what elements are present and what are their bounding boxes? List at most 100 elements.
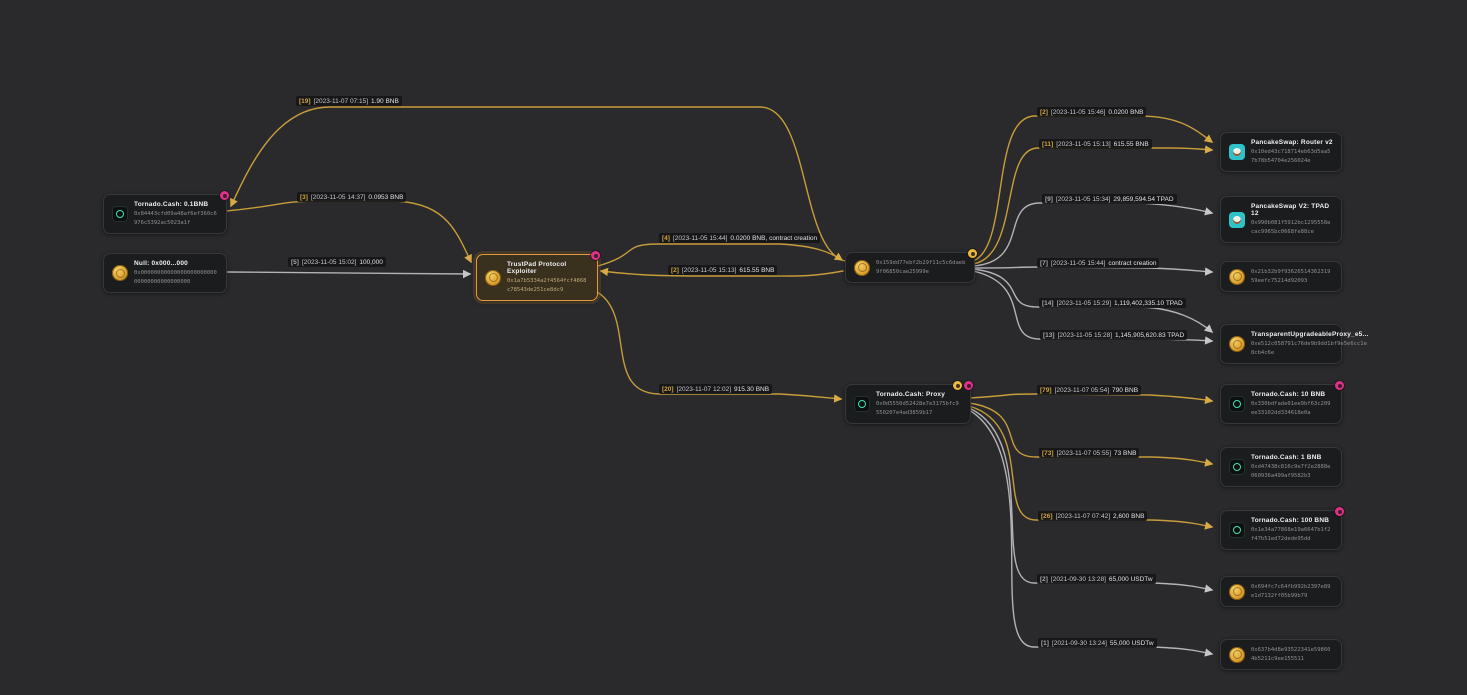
edge-exploiter-to-0x159d-upper[interactable] [597, 243, 844, 267]
edge-label[interactable]: [2][2021-09-30 13:28]65,000 USDTw [1037, 574, 1156, 584]
edge-label[interactable]: [13][2023-11-05 15:28]1,145,905,620.83 T… [1040, 330, 1188, 340]
edge-0x159d-to-router-2[interactable] [972, 145, 1214, 265]
tx-count: [2] [1040, 108, 1048, 116]
edge-0x159d-to-tproxy-2[interactable] [972, 270, 1214, 345]
tx-count: [11] [1042, 140, 1054, 148]
node-tornado-cash-100bnb[interactable]: Tornado.Cash: 100 BNB 0x1e34a77868e19a66… [1220, 507, 1344, 551]
tx-amount: 55,000 USDTw [1109, 639, 1154, 647]
node-tornado-cash-1bnb[interactable]: Tornado.Cash: 1 BNB 0xd47438c816c9e7f2e2… [1220, 447, 1342, 488]
tx-datetime: [2021-09-30 13:28] [1050, 575, 1106, 583]
edge-tornado01-to-exploiter[interactable] [225, 200, 472, 264]
coin-icon [1229, 336, 1245, 353]
edge-null-to-exploiter[interactable] [226, 269, 472, 279]
tx-datetime: [2021-09-30 13:24] [1051, 639, 1107, 647]
tx-amount: 615.55 BNB [1113, 140, 1149, 148]
risk-badge [1335, 507, 1344, 516]
tx-datetime: [2023-11-05 15:44] [672, 234, 728, 242]
pancakeswap-icon [1229, 144, 1245, 161]
tx-datetime: [2023-11-07 07:42] [1055, 512, 1111, 520]
edge-label[interactable]: [5][2023-11-05 15:02]100,000 [288, 257, 386, 267]
node-address-0x694f[interactable]: 0x694fc7c64fb992b2397e89e1d7132ff05b99b7… [1220, 576, 1342, 608]
node-pancakeswap-router-v2[interactable]: PancakeSwap: Router v2 0x10ed43c718714eb… [1220, 132, 1342, 173]
node-address-0x637b[interactable]: 0x637b4d8e93522341e598604b5211c9ee155511 [1220, 639, 1342, 671]
node-title: Null: 0x000...000 [134, 260, 188, 267]
node-address: 0xd47438c816c9e7f2e2888e060936a499af9582… [1251, 464, 1331, 479]
risk-badge [220, 191, 229, 200]
edge-label[interactable]: [4][2023-11-05 15:44]0.0200 BNB, contrac… [659, 233, 821, 243]
node-address-0x21b3[interactable]: 0x21b32b9f9362651436231959eefc75214d9209… [1220, 261, 1342, 293]
tx-datetime: [2023-11-07 12:02] [676, 385, 732, 393]
tx-datetime: [2023-11-05 15:28] [1057, 331, 1113, 339]
node-trustpad-exploiter[interactable]: TrustPad Protocol Exploiter 0x1a7b5334a2… [476, 251, 600, 302]
tx-amount: 0.0953 BNB [368, 193, 404, 201]
tx-amount: 65,000 USDTw [1108, 575, 1153, 583]
node-address: 0x1e34a77868e19a6647b1f2f47b51ed72dede95… [1251, 527, 1331, 542]
node-address: 0x10ed43c718714eb63d5aa57b78b54704e25602… [1251, 149, 1331, 164]
tx-count: [1] [1041, 639, 1049, 647]
tx-count: [26] [1041, 512, 1053, 520]
node-null-address[interactable]: Null: 0x000...000 0x00000000000000000000… [103, 253, 227, 294]
tx-amount: 1.90 BNB [371, 97, 399, 105]
node-address: 0x330bdfade01ee9bf63c209ee33102dd334618e… [1251, 401, 1331, 416]
node-transparent-upgradeable-proxy[interactable]: TransparentUpgradeableProxy_e5... 0xe512… [1220, 324, 1368, 365]
node-address: 0x159dd77ebf2b29f11c5c6daeb9f06850cae259… [876, 260, 966, 275]
tx-amount: 615.55 BNB [739, 266, 775, 274]
node-tornado-cash-10bnb[interactable]: Tornado.Cash: 10 BNB 0x330bdfade01ee9bf6… [1220, 381, 1344, 425]
tx-amount: 2,600 BNB [1113, 512, 1145, 520]
node-title: PancakeSwap: Router v2 [1251, 139, 1333, 146]
edge-0x159d-to-exploiter-lower[interactable] [599, 267, 844, 277]
node-address: 0x84443cfd09a48af6ef360c6976c5392ac5023a… [134, 211, 217, 226]
coin-icon [1229, 646, 1245, 663]
edge-label[interactable]: [3][2023-11-05 14:37]0.0953 BNB [297, 192, 407, 202]
tornado-cash-icon [112, 206, 128, 223]
tx-datetime: [2023-11-05 15:34] [1055, 195, 1111, 203]
tx-datetime: [2023-11-05 15:13] [681, 266, 737, 274]
node-title: PancakeSwap V2: TPAD 12 [1251, 203, 1330, 217]
node-pancakeswap-v2-tpad-12[interactable]: PancakeSwap V2: TPAD 12 0x990b081f5912bc… [1220, 196, 1342, 244]
edge-label[interactable]: [11][2023-11-05 15:13]615.55 BNB [1039, 139, 1152, 149]
edge-0x159d-to-tornado01[interactable] [230, 106, 846, 262]
tx-count: [13] [1043, 331, 1055, 339]
tx-datetime: [2023-11-07 05:54] [1054, 386, 1110, 394]
node-tornado-cash-0.1bnb[interactable]: Tornado.Cash: 0.1BNB 0x84443cfd09a48af6e… [103, 191, 229, 235]
edge-proxy-to-tc100[interactable] [968, 405, 1214, 530]
node-tornado-cash-proxy[interactable]: Tornado.Cash: Proxy 0x0d5550d52428e7e317… [845, 381, 973, 425]
edge-label[interactable]: [2][2023-11-05 15:13]615.55 BNB [668, 265, 778, 275]
edge-label[interactable]: [2][2023-11-05 15:46]0.0200 BNB [1037, 107, 1147, 117]
edge-label[interactable]: [79][2023-11-07 05:54]790 BNB [1037, 385, 1142, 395]
edge-label[interactable]: [20][2023-11-07 12:02]915.30 BNB [659, 384, 773, 394]
node-title: Tornado.Cash: 10 BNB [1251, 391, 1326, 398]
tx-amount: contract creation [1108, 259, 1157, 267]
edge-label[interactable]: [26][2023-11-07 07:42]2,600 BNB [1038, 511, 1148, 521]
edge-label[interactable]: [9][2023-11-05 15:34]29,859,594.54 TPAD [1042, 194, 1177, 204]
node-address: 0x21b32b9f9362651436231959eefc75214d9209… [1251, 269, 1331, 284]
edge-label[interactable]: [14][2023-11-05 15:29]1,119,402,335.10 T… [1039, 298, 1186, 308]
node-title: Tornado.Cash: 0.1BNB [134, 201, 209, 208]
risk-badge [591, 251, 600, 260]
coin-icon [485, 269, 501, 286]
edge-proxy-to-0x694f[interactable] [968, 407, 1214, 593]
pancakeswap-icon [1229, 211, 1245, 228]
coin-icon [112, 265, 128, 282]
edge-label[interactable]: [1][2021-09-30 13:24]55,000 USDTw [1038, 638, 1157, 648]
tx-count: [73] [1042, 449, 1054, 457]
tx-datetime: [2023-11-05 15:46] [1050, 108, 1106, 116]
edge-proxy-to-0x637b[interactable] [968, 409, 1214, 657]
tx-datetime: [2023-11-05 15:29] [1056, 299, 1112, 307]
edge-label[interactable]: [7][2023-11-05 15:44]contract creation [1037, 258, 1160, 268]
edge-label[interactable]: [19][2023-11-07 07:15]1.90 BNB [296, 96, 402, 106]
edge-0x159d-to-router-1[interactable] [972, 115, 1214, 262]
tornado-cash-icon [1229, 522, 1245, 539]
node-address-0x159d[interactable]: 0x159dd77ebf2b29f11c5c6daeb9f06850cae259… [845, 249, 977, 284]
edge-0x159d-to-tproxy-1[interactable] [972, 268, 1214, 333]
node-title: TrustPad Protocol Exploiter [507, 261, 567, 275]
tx-datetime: [2023-11-05 15:44] [1050, 259, 1106, 267]
edge-proxy-to-tc10[interactable] [968, 393, 1214, 404]
edge-proxy-to-tc1[interactable] [968, 402, 1214, 467]
tx-datetime: [2023-11-07 07:15] [313, 97, 369, 105]
node-address: 0x694fc7c64fb992b2397e89e1d7132ff05b99b7… [1251, 584, 1331, 599]
edge-0x159d-to-pair[interactable] [972, 202, 1214, 267]
edge-exploiter-to-proxy[interactable] [590, 288, 843, 403]
edge-label[interactable]: [73][2023-11-07 05:55]73 BNB [1039, 448, 1140, 458]
